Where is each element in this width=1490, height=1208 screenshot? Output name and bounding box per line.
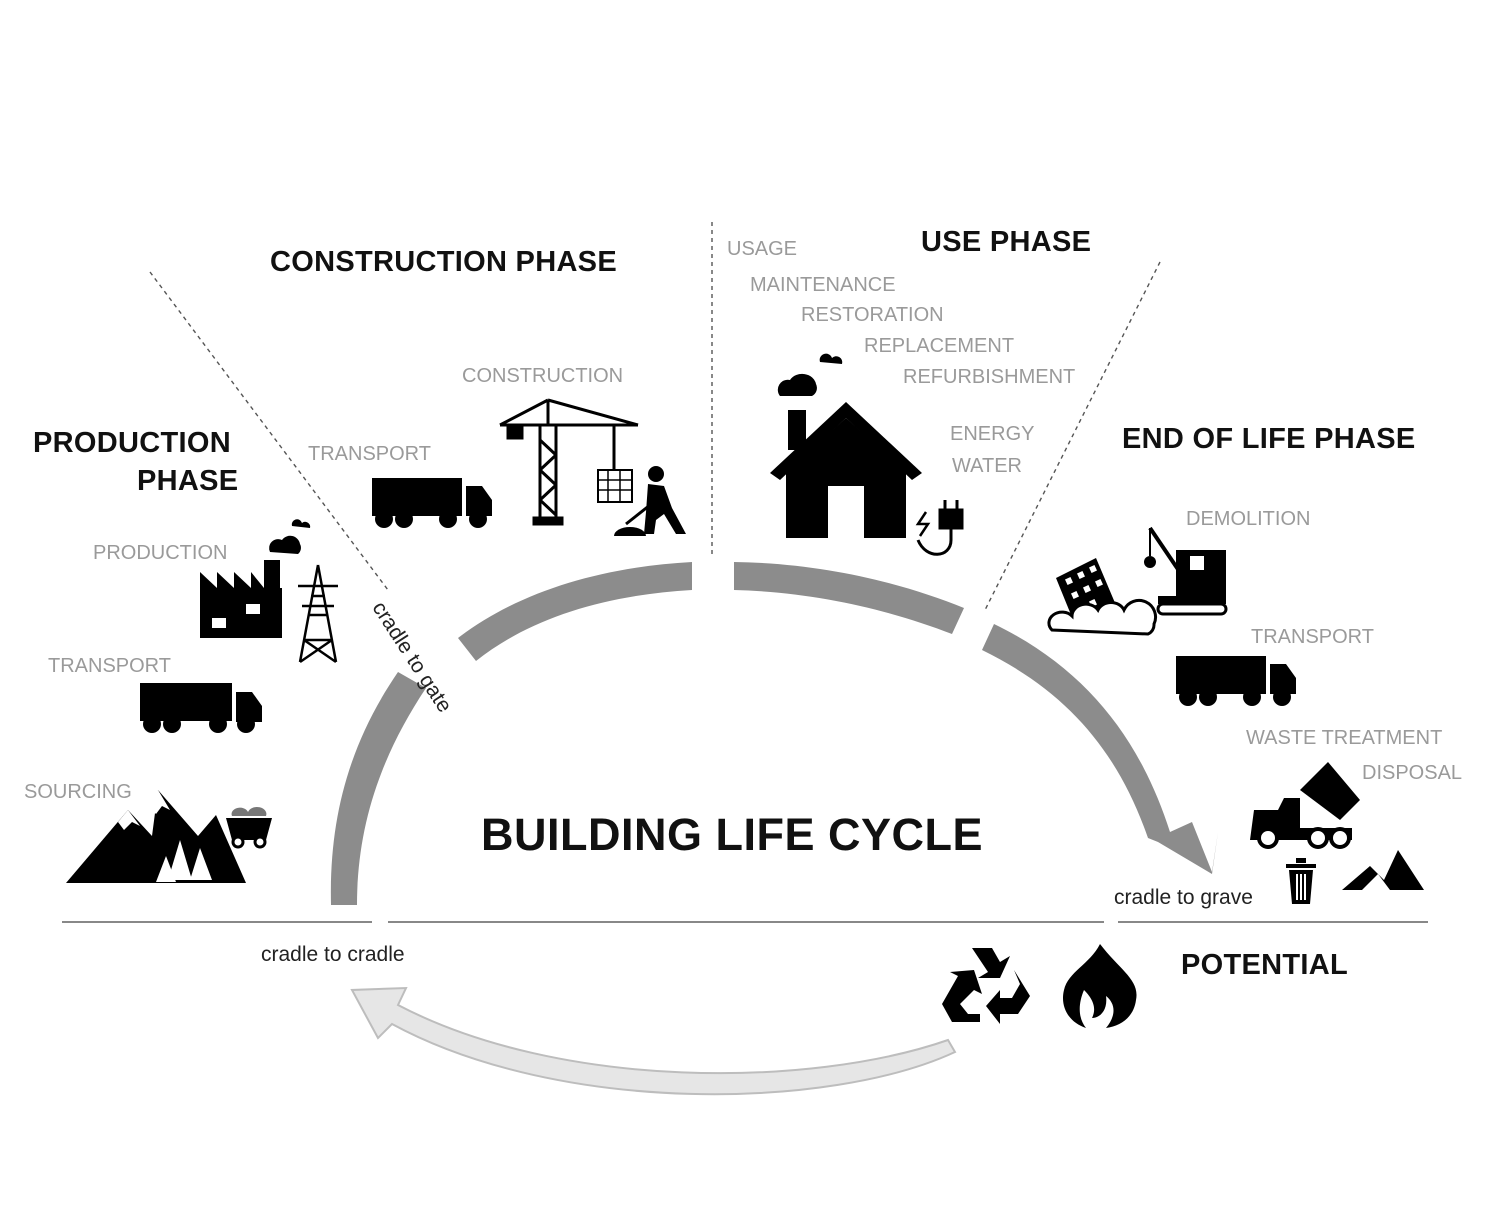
- worker-shoveling-icon: [614, 466, 686, 536]
- divider-production-construction: [149, 271, 389, 591]
- use-step-energy: ENERGY: [950, 423, 1035, 445]
- wrecking-crane-icon: [1144, 526, 1228, 616]
- recycle-icon: [942, 948, 1030, 1024]
- crane-icon: [499, 398, 639, 526]
- cradle-to-grave-label: cradle to grave: [1114, 886, 1253, 909]
- use-step-water: WATER: [952, 455, 1022, 477]
- return-arc-body: [350, 986, 957, 1096]
- construction-step-transport: TRANSPORT: [308, 443, 431, 465]
- truck-icon-construction: [372, 478, 492, 528]
- life-cycle-arc: [330, 562, 1218, 905]
- plug-icon: [915, 500, 964, 556]
- factory-icon: [200, 519, 311, 638]
- power-pylon-icon: [298, 564, 338, 664]
- collapsing-building-icon: [1047, 558, 1158, 636]
- arc-segment-end-of-life-arrow: [982, 624, 1218, 874]
- end-of-life-step-waste-treatment: WASTE TREATMENT: [1246, 727, 1443, 749]
- production-step-production: PRODUCTION: [93, 542, 228, 564]
- use-step-refurbishment: REFURBISHMENT: [903, 366, 1076, 388]
- construction-step-construction: CONSTRUCTION: [462, 365, 624, 387]
- return-arc: [350, 986, 957, 1096]
- mountains-trees-icon: [66, 790, 246, 883]
- arc-segment-use: [734, 562, 964, 634]
- fire-icon: [1062, 944, 1137, 1028]
- use-step-maintenance: MAINTENANCE: [750, 274, 896, 296]
- potential-title: POTENTIAL: [1181, 949, 1349, 981]
- house-icon: [770, 353, 922, 538]
- end-of-life-step-disposal: DISPOSAL: [1362, 762, 1463, 784]
- truck-icon-end-of-life: [1176, 656, 1296, 706]
- truck-icon-production: [140, 683, 262, 733]
- end-of-life-step-transport: TRANSPORT: [1251, 626, 1374, 648]
- production-phase-title-line2: PHASE: [137, 465, 239, 497]
- production-phase-title-line1: PRODUCTION: [33, 427, 231, 459]
- arc-segment-construction: [458, 562, 692, 661]
- trash-bin-icon: [1286, 858, 1316, 904]
- divider-use-endoflife: [983, 261, 1161, 613]
- end-of-life-step-demolition: DEMOLITION: [1186, 508, 1311, 530]
- cradle-to-cradle-label: cradle to cradle: [261, 943, 405, 966]
- dump-truck-icon: [1250, 762, 1360, 849]
- use-step-usage: USAGE: [727, 238, 798, 260]
- mine-cart-icon: [226, 806, 272, 849]
- end-of-life-phase-title: END OF LIFE PHASE: [1122, 423, 1416, 455]
- use-step-restoration: RESTORATION: [801, 304, 944, 326]
- diagram-title: BUILDING LIFE CYCLE: [481, 809, 983, 860]
- use-step-replacement: REPLACEMENT: [864, 335, 1015, 357]
- production-step-transport: TRANSPORT: [48, 655, 171, 677]
- construction-phase-title: CONSTRUCTION PHASE: [270, 246, 617, 278]
- use-phase-title: USE PHASE: [921, 226, 1092, 258]
- arc-segment-production: [330, 672, 426, 905]
- waste-pile-icon: [1342, 850, 1424, 890]
- production-step-sourcing: SOURCING: [24, 781, 132, 803]
